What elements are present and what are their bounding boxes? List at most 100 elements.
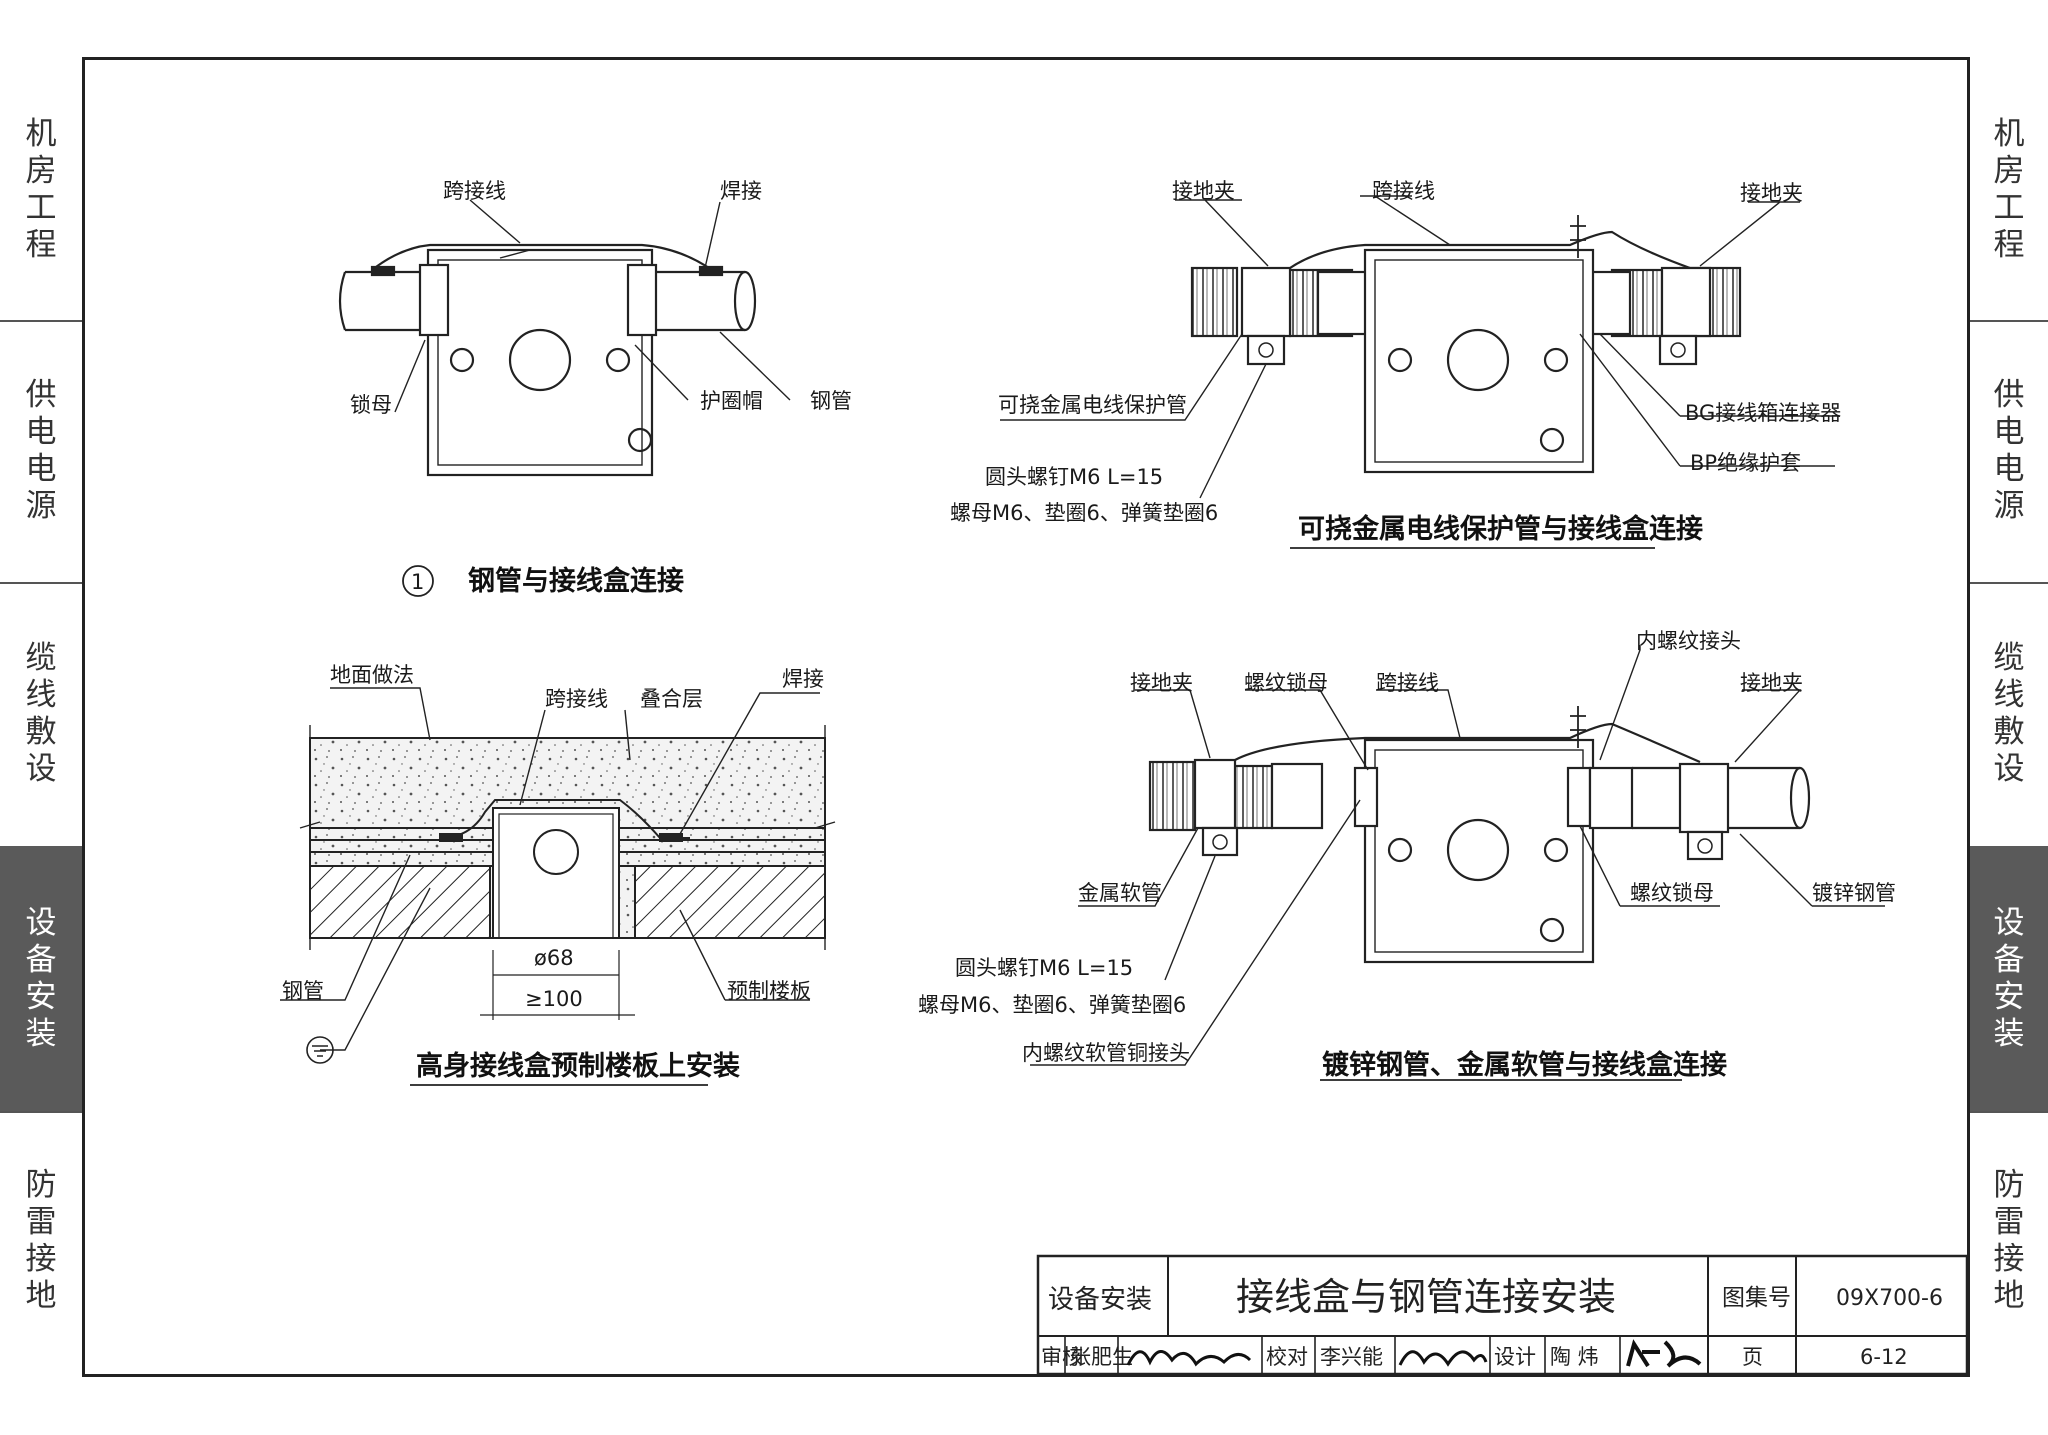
knockout-hole (1446, 818, 1510, 882)
label-ground-clamp-left: 接地夹 (1172, 179, 1235, 203)
knockout-hole (1446, 328, 1510, 392)
label-female-adapter: 内螺纹接头 (1636, 629, 1741, 653)
fig1-caption: 钢管与接线盒连接 (468, 565, 684, 597)
fig2-labels: 接地夹 跨接线 接地夹 可挠金属电线保护管 圆头螺钉M6 L=15 螺母M6、垫… (950, 179, 1841, 545)
threaded-locknut-right (1566, 766, 1592, 828)
label-screw: 圆头螺钉M6 L=15 (985, 465, 1163, 489)
junction-box (1363, 248, 1595, 474)
screw-hole (1387, 837, 1413, 863)
label-hose-copper-adapter: 内螺纹软管铜接头 (1022, 1041, 1190, 1065)
title-block: 设备安装 接线盒与钢管连接安装 图集号 09X700-6 审核 张肥生 校对 李… (1036, 1254, 1969, 1376)
label-steel-pipe: 钢管 (282, 979, 324, 1003)
weld-point (439, 833, 463, 842)
right-sidebar: 机房工程 供电电源 缆线敷设 设备安装 防雷接地 (1970, 0, 2048, 1435)
pipe-end (1789, 766, 1811, 830)
female-adapter (1588, 766, 1634, 830)
clamp-screw-block (1246, 334, 1286, 366)
sidebar-tab-label: 缆线敷设 (1993, 640, 2025, 787)
fig3-caption: 高身接线盒预制楼板上安装 (416, 1050, 740, 1082)
pipe-end (733, 270, 757, 332)
fig3-labels: 地面做法 跨接线 叠合层 焊接 钢管 预制楼板 ø68 ≥100 高身接线盒预制… (282, 663, 824, 1082)
page-label: 页 (1742, 1345, 1763, 1369)
fig3-precast-slab-box (280, 687, 836, 1086)
sidebar-tab-machine-room-right[interactable]: 机房工程 (1970, 60, 2048, 322)
sidebar-tab-equipment-installation-right[interactable]: 设备安装 (1970, 846, 2048, 1113)
label-ground-clamp-left: 接地夹 (1130, 671, 1193, 695)
sidebar-tab-lightning-grounding[interactable]: 防雷接地 (0, 1111, 82, 1371)
label-jumper: 跨接线 (545, 687, 608, 711)
checker-name: 李兴能 (1320, 1345, 1383, 1369)
label-bp-sleeve: BP绝缘护套 (1690, 451, 1801, 475)
sidebar-tab-label: 设备安装 (25, 904, 57, 1052)
label-jumper: 跨接线 (443, 179, 506, 203)
hose-copper-adapter (1270, 762, 1324, 830)
left-steel-pipe (345, 270, 430, 332)
junction-box (1363, 738, 1595, 964)
pipe-end (338, 271, 347, 331)
design-label: 设计 (1494, 1345, 1536, 1369)
designer-signature (1626, 1339, 1702, 1368)
label-dim-hole: ø68 (534, 946, 574, 970)
jumper-wire (1289, 230, 1691, 270)
label-flex-conduit: 可挠金属电线保护管 (998, 393, 1187, 417)
fig2-flex-conduit-box (1000, 195, 1840, 549)
knockout-hole (533, 829, 579, 875)
sidebar-tab-label: 机房工程 (1993, 116, 2025, 263)
knockout-hole (508, 328, 572, 392)
sidebar-tab-machine-room[interactable]: 机房工程 (0, 60, 82, 322)
clamp-screw-block (1201, 826, 1239, 857)
left-sidebar: 机房工程 供电电源 缆线敷设 设备安装 防雷接地 (0, 0, 82, 1435)
ground-bolt (1570, 215, 1586, 258)
sidebar-tab-label: 缆线敷设 (25, 640, 57, 787)
weld-point (370, 265, 396, 277)
junction-box-inner (437, 259, 643, 466)
sidebar-tab-label: 供电电源 (1993, 377, 2025, 524)
right-steel-pipe (650, 270, 745, 332)
designer-name: 陶 炜 (1550, 1345, 1599, 1369)
label-floor-finish: 地面做法 (330, 663, 414, 687)
bushing (626, 263, 658, 337)
steel-pipe-right (619, 839, 825, 853)
sidebar-tab-equipment-installation[interactable]: 设备安装 (0, 846, 82, 1113)
fig1-steel-pipe-box (338, 199, 791, 477)
reviewer-name: 张肥生 (1070, 1345, 1133, 1369)
label-weld: 焊接 (720, 179, 762, 203)
label-nut-washers: 螺母M6、垫圈6、弹簧垫圈6 (950, 501, 1218, 525)
sidebar-tab-label: 防雷接地 (1993, 1167, 2025, 1314)
label-screw: 圆头螺钉M6 L=15 (955, 956, 1133, 980)
fig2-caption: 可挠金属电线保护管与接线盒连接 (1298, 513, 1703, 545)
sidebar-tab-lightning-grounding-right[interactable]: 防雷接地 (1970, 1111, 2048, 1371)
figure-number: 1 (411, 570, 424, 594)
label-threaded-locknut-bottom: 螺纹锁母 (1630, 881, 1714, 905)
weld-point (698, 265, 724, 277)
sidebar-tab-label: 设备安装 (1993, 904, 2025, 1052)
metal-hose-inner (1230, 764, 1274, 830)
dimension-lines (480, 950, 635, 1020)
weld-point (659, 833, 683, 842)
label-locknut: 锁母 (350, 393, 392, 417)
metal-hose-left (1148, 760, 1197, 832)
flex-conduit-left (1190, 266, 1239, 338)
label-dim-width: ≥100 (525, 987, 583, 1011)
fig4-galvanized-hose-box (1030, 645, 1885, 1081)
screw-hole (1387, 347, 1413, 373)
sidebar-tab-cabling-right[interactable]: 缆线敷设 (1970, 582, 2048, 848)
ground-symbol (306, 1036, 334, 1064)
review-label: 审核 (1041, 1345, 1083, 1369)
screw-hole (1539, 427, 1565, 453)
label-ground-clamp-right: 接地夹 (1740, 181, 1803, 205)
bg-connector-left (1316, 270, 1372, 336)
sidebar-tab-power-supply[interactable]: 供电电源 (0, 320, 82, 584)
drawing-title: 接线盒与钢管连接安装 (1236, 1275, 1616, 1319)
ground-clamp-right (1660, 266, 1712, 338)
ground-clamp-left (1240, 266, 1292, 338)
title-block-section: 设备安装 (1048, 1285, 1152, 1315)
label-bg-connector: BG接线箱连接器 (1685, 401, 1841, 425)
sidebar-tab-label: 机房工程 (25, 116, 57, 263)
label-ground-clamp-right: 接地夹 (1740, 671, 1803, 695)
sidebar-tab-label: 供电电源 (25, 377, 57, 524)
atlas-label: 图集号 (1722, 1285, 1791, 1311)
threaded-locknut-left (1353, 766, 1379, 828)
sidebar-tab-power-supply-right[interactable]: 供电电源 (1970, 320, 2048, 584)
